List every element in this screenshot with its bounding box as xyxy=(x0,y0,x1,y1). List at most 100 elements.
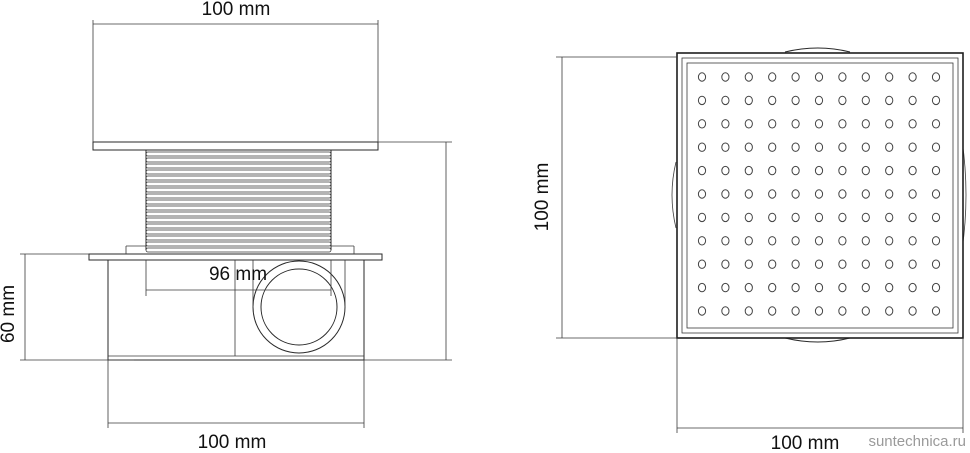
grate-hole xyxy=(861,142,870,152)
grate-frame-inner xyxy=(686,62,954,329)
grate-hole xyxy=(931,212,941,223)
grate-hole xyxy=(721,212,730,223)
grate-frame-mid xyxy=(681,57,959,334)
grate-hole xyxy=(885,282,894,293)
neck-rib xyxy=(145,163,332,169)
grate-hole xyxy=(791,95,800,106)
grate-hole xyxy=(791,165,800,176)
grate-hole xyxy=(908,306,917,316)
grate-hole xyxy=(861,72,870,82)
grate-hole xyxy=(838,72,847,82)
grate-hole xyxy=(791,236,800,246)
grate-hole xyxy=(885,189,894,199)
side-body xyxy=(107,259,365,361)
grate-hole xyxy=(908,142,917,152)
grate-hole xyxy=(814,95,824,106)
grate-hole xyxy=(814,165,824,176)
body-arc-left xyxy=(671,161,677,229)
grate-hole xyxy=(838,306,847,316)
grate-hole xyxy=(768,189,777,199)
grate-hole xyxy=(838,282,847,293)
grate-hole xyxy=(744,189,753,199)
grate-hole xyxy=(908,259,917,269)
grate-hole xyxy=(697,119,707,129)
grate-hole xyxy=(838,119,847,129)
grate-hole xyxy=(908,72,917,82)
neck-rib xyxy=(145,217,332,223)
grate-hole xyxy=(768,119,777,129)
grate-hole xyxy=(885,165,894,176)
grate-hole xyxy=(697,72,707,82)
dim-top-bottom-width-label: 100 mm xyxy=(771,433,840,453)
grate-hole xyxy=(931,236,941,246)
grate-hole xyxy=(721,282,730,293)
grate-hole xyxy=(814,189,824,199)
neck-rib xyxy=(145,175,332,181)
grate-hole xyxy=(861,282,870,293)
neck-rib xyxy=(145,235,332,241)
grate-hole xyxy=(908,95,917,106)
grate-hole xyxy=(814,72,824,82)
grate-hole xyxy=(814,119,824,129)
dim-top-width-label: 100 mm xyxy=(202,0,271,20)
grate-hole xyxy=(744,212,753,223)
neck-rib xyxy=(145,157,332,163)
grate-hole xyxy=(931,72,941,82)
grate-hole xyxy=(838,189,847,199)
grate-hole xyxy=(697,212,707,223)
grate-hole xyxy=(721,142,730,152)
outlet-pipe-inner xyxy=(260,268,338,346)
grate-hole xyxy=(721,119,730,129)
neck-rib xyxy=(145,151,332,157)
grate-hole xyxy=(721,236,730,246)
grate-hole xyxy=(885,306,894,316)
grate-hole xyxy=(838,212,847,223)
side-view: 100 mm 96 mm 60 mm 100 mm xyxy=(0,0,452,453)
grate-hole xyxy=(721,165,730,176)
grate-holes xyxy=(697,72,941,316)
grate-hole xyxy=(768,72,777,82)
neck-rib xyxy=(145,211,332,217)
grate-hole xyxy=(791,306,800,316)
neck-rib xyxy=(145,187,332,193)
grate-hole xyxy=(885,95,894,106)
grate-hole xyxy=(861,212,870,223)
grate-hole xyxy=(814,142,824,152)
grate-hole xyxy=(721,95,730,106)
grate-hole xyxy=(697,142,707,152)
grate-hole xyxy=(861,119,870,129)
grate-hole xyxy=(744,236,753,246)
grate-hole xyxy=(744,165,753,176)
neck-rib xyxy=(145,181,332,187)
grate-hole xyxy=(744,282,753,293)
grate-hole xyxy=(768,212,777,223)
grate-hole xyxy=(908,189,917,199)
grate-hole xyxy=(885,119,894,129)
dim-height-label: 60 mm xyxy=(0,285,19,343)
grate-hole xyxy=(931,165,941,176)
grate-hole xyxy=(768,236,777,246)
dim-top-height-label: 100 mm xyxy=(532,163,553,232)
grate-hole xyxy=(697,306,707,316)
grate-hole xyxy=(768,259,777,269)
grate-hole xyxy=(744,259,753,269)
grate-hole xyxy=(861,189,870,199)
grate-hole xyxy=(791,259,800,269)
grate-hole xyxy=(744,95,753,106)
grate-hole xyxy=(768,95,777,106)
grate-hole xyxy=(931,282,941,293)
dim-inner-width-label: 96 mm xyxy=(209,264,267,285)
grate-hole xyxy=(814,306,824,316)
side-grate-plate xyxy=(92,141,379,151)
neck-rib xyxy=(145,229,332,235)
grate-hole xyxy=(814,236,824,246)
grate-hole xyxy=(768,165,777,176)
grate-hole xyxy=(768,306,777,316)
grate-hole xyxy=(908,165,917,176)
grate-hole xyxy=(814,282,824,293)
neck-rib xyxy=(145,241,332,247)
body-arc-top xyxy=(784,47,851,53)
neck-rib xyxy=(145,205,332,211)
grate-hole xyxy=(814,259,824,269)
